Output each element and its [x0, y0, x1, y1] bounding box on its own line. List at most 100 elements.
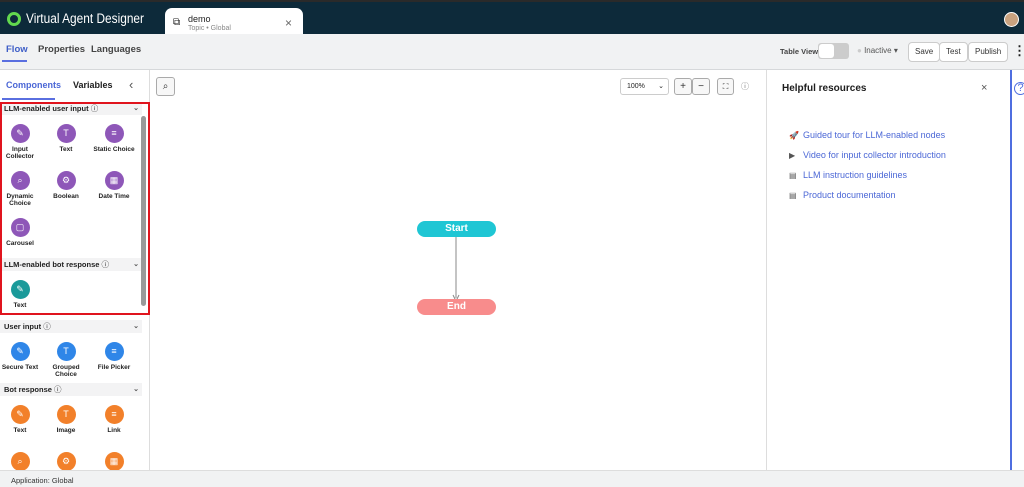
toolbar: Flow Properties Languages Table View ● I… — [0, 34, 1024, 70]
component-label: Input Collector — [5, 146, 35, 160]
more-options-icon[interactable]: ⋮ — [1013, 43, 1024, 58]
component-item[interactable]: ✎Secure Text — [0, 342, 42, 371]
section-header[interactable]: LLM-enabled bot response ⓘ⌄ — [0, 258, 142, 271]
close-panel-icon[interactable]: × — [981, 82, 988, 94]
tab-components[interactable]: Components — [6, 80, 61, 90]
components-panel: Components Variables ‹ LLM-enabled user … — [0, 70, 150, 470]
highlight-box — [0, 102, 150, 315]
zoom-in-button[interactable]: + — [674, 78, 692, 95]
collapse-panel-icon[interactable]: ‹ — [129, 77, 134, 92]
start-node[interactable]: Start — [417, 221, 496, 237]
zoom-value: 100% — [627, 83, 645, 90]
test-button[interactable]: Test — [939, 42, 968, 62]
app-title: Virtual Agent Designer — [26, 11, 145, 26]
component-item[interactable]: ▦ — [92, 452, 136, 470]
tab-properties[interactable]: Properties — [38, 44, 85, 55]
component-item[interactable]: ✎Text — [0, 405, 42, 434]
status-label: Inactive — [864, 46, 892, 55]
tab-name: demo — [188, 14, 211, 24]
resource-link[interactable]: ▶ Video for input collector introduction — [789, 150, 946, 160]
status-dropdown[interactable]: ● Inactive ▾ — [857, 46, 898, 55]
component-label: Text — [13, 302, 27, 309]
chevron-down-icon[interactable]: ⌄ — [133, 261, 139, 268]
tab-variables[interactable]: Variables — [73, 80, 113, 90]
help-icon[interactable]: ? — [1014, 82, 1024, 95]
component-item[interactable]: ▦Date Time — [92, 171, 136, 200]
component-label: Carousel — [6, 240, 34, 247]
play-icon: ▶ — [789, 151, 796, 160]
status-dot-icon: ● — [857, 46, 865, 55]
component-icon: ✎ — [10, 280, 30, 299]
close-tab-icon[interactable]: × — [285, 16, 293, 30]
component-icon: ≡ — [104, 405, 124, 424]
component-label: Link — [107, 427, 121, 434]
component-icon: ▦ — [104, 452, 124, 470]
info-icon[interactable]: ⓘ — [741, 82, 749, 91]
info-icon: ⓘ — [54, 385, 62, 394]
component-item[interactable]: ⌕ Dynamic Choice — [0, 171, 42, 207]
component-icon: ⌕ — [10, 452, 30, 470]
logo-icon — [7, 12, 21, 26]
section-title: LLM-enabled user input — [4, 104, 89, 113]
zoom-select[interactable]: 100%⌄ — [620, 78, 669, 95]
component-item[interactable]: ≡ Link — [92, 405, 136, 434]
component-item[interactable]: ≡File Picker — [92, 342, 136, 371]
section-header[interactable]: LLM-enabled user input ⓘ ⌄ — [0, 102, 142, 115]
section-title: Bot response — [4, 385, 52, 394]
component-label: Text — [59, 146, 73, 153]
tab-subtitle: Topic • Global — [188, 25, 231, 32]
component-icon: ✎ — [10, 342, 30, 361]
component-label: Date Time — [98, 193, 130, 200]
chevron-down-icon[interactable]: ⌄ — [133, 323, 139, 330]
tab-flow[interactable]: Flow — [6, 44, 28, 55]
table-view-toggle[interactable] — [818, 43, 849, 59]
chevron-down-icon[interactable]: ⌄ — [133, 386, 139, 393]
rocket-icon: 🚀 — [789, 131, 799, 140]
component-item[interactable]: ✎ Text — [0, 280, 42, 309]
panel-title: Helpful resources — [782, 83, 867, 94]
resource-link[interactable]: ▤Product documentation — [789, 190, 896, 200]
resource-link-label[interactable]: Guided tour for LLM-enabled nodes — [803, 130, 946, 140]
helpful-resources-panel: Helpful resources × 🚀 Guided tour for LLM… — [766, 70, 1010, 470]
end-node[interactable]: End — [417, 299, 496, 315]
zoom-out-button[interactable]: − — [692, 78, 710, 95]
component-item[interactable]: ⚙ — [44, 452, 88, 470]
resource-link[interactable]: 🚀 Guided tour for LLM-enabled nodes — [789, 130, 945, 140]
component-icon: ⌕ — [10, 171, 30, 190]
resource-link-label[interactable]: Product documentation — [803, 190, 896, 200]
component-item[interactable]: ≡Static Choice — [92, 124, 136, 153]
resource-link-label[interactable]: LLM instruction guidelines — [803, 170, 908, 180]
component-icon: T — [56, 342, 76, 361]
flow-canvas[interactable]: ⌕ 100%⌄ + − ⛶ ⓘ — [150, 70, 766, 470]
component-item[interactable]: ✎Input Collector — [0, 124, 42, 160]
section-header[interactable]: Bot response ⓘ ⌄ — [0, 383, 142, 396]
chevron-down-icon[interactable]: ⌄ — [133, 105, 139, 112]
fit-screen-icon[interactable]: ⛶ — [717, 78, 734, 95]
component-item[interactable]: ⚙Boolean — [44, 171, 88, 200]
component-list: LLM-enabled user input ⓘ⌄✎Input Collecto… — [0, 70, 149, 470]
component-item[interactable]: ▢Carousel — [0, 218, 42, 247]
connector-arrow — [452, 236, 460, 303]
info-icon: ⓘ — [90, 104, 99, 113]
component-icon: ⚙ — [56, 171, 76, 190]
resource-link-label[interactable]: Video for input collector introduction — [803, 150, 946, 160]
publish-button[interactable]: Publish — [968, 42, 1009, 62]
component-item[interactable]: T Grouped Choice — [44, 342, 88, 378]
section-header[interactable]: User input ⓘ⌄ — [0, 320, 142, 333]
component-item[interactable]: ⌕ — [0, 452, 42, 470]
component-icon: ✎ — [10, 405, 30, 424]
topic-tab[interactable]: ⧉ demo Topic • Global × — [165, 8, 303, 36]
tab-languages[interactable]: Languages — [91, 44, 142, 55]
scrollbar[interactable] — [141, 116, 146, 306]
component-label: Dynamic Choice — [6, 193, 34, 207]
save-button[interactable]: Save — [908, 42, 941, 62]
active-tab-indicator — [2, 60, 27, 62]
component-icon: T — [56, 405, 76, 424]
search-canvas-button[interactable]: ⌕ — [156, 77, 175, 96]
avatar[interactable] — [1004, 12, 1019, 27]
document-icon: ▤ — [789, 171, 797, 180]
component-label: Grouped Choice — [52, 364, 80, 378]
resource-link[interactable]: ▤ LLM instruction guidelines — [789, 170, 907, 180]
